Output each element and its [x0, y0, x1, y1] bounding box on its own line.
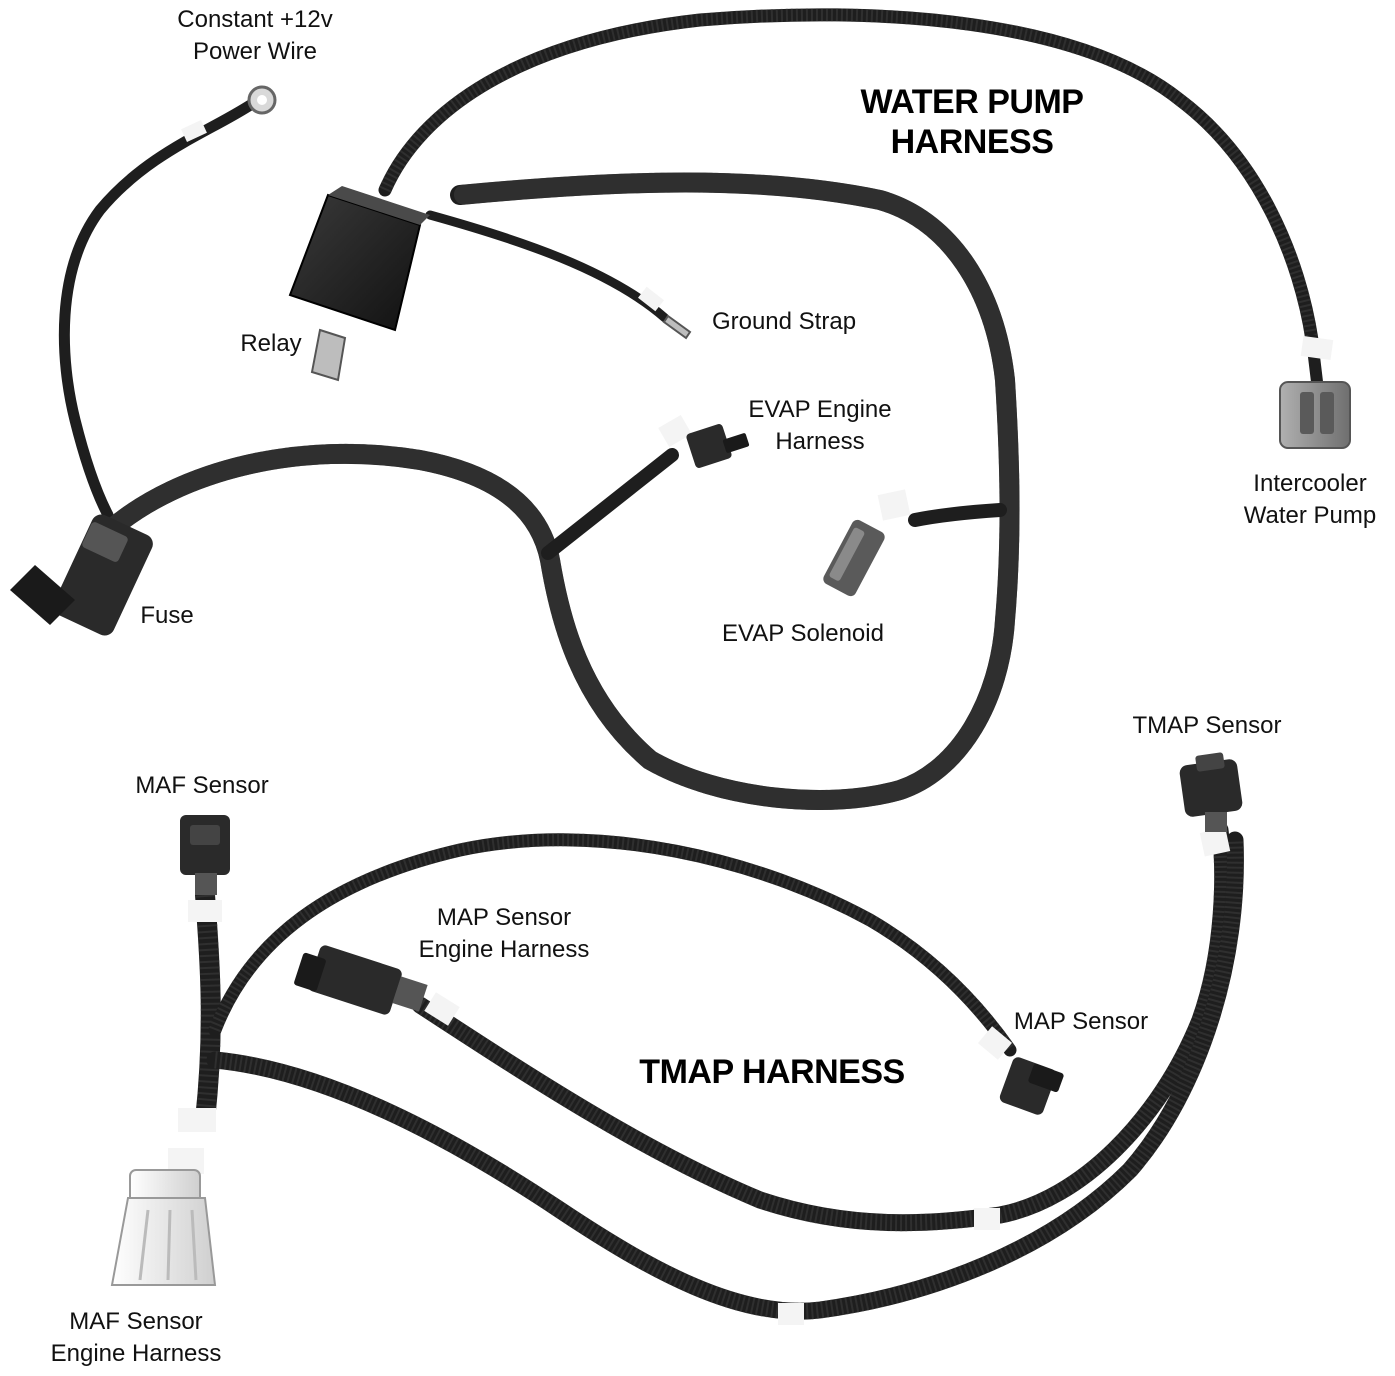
label-line: MAF Sensor	[135, 772, 269, 799]
evap-engine-connector-icon	[686, 424, 750, 468]
label-line: TMAP Sensor	[1132, 712, 1282, 739]
tape-band	[638, 286, 664, 312]
label-line: Fuse	[140, 602, 194, 629]
map-sensor-wire	[208, 833, 1017, 1057]
label-maf-sensor: MAF Sensor	[135, 770, 268, 802]
fuse-holder-icon	[10, 514, 153, 636]
relay-icon	[288, 186, 430, 382]
label-line: Relay	[240, 330, 302, 357]
label-fuse: Fuse	[140, 600, 193, 632]
label-line: Power Wire	[192, 38, 318, 65]
tape-band	[977, 1026, 1013, 1060]
pump-arc-wire	[378, 8, 1319, 347]
main-loop-wire	[100, 172, 1020, 810]
evap-solenoid-connector-icon	[823, 519, 885, 597]
ground-terminal-icon	[662, 314, 692, 340]
ground-wire	[425, 210, 670, 323]
label-line: Water Pump	[1243, 502, 1377, 529]
label-line: MAF Sensor	[69, 1308, 203, 1335]
maf-engine-connector-icon	[110, 1169, 217, 1286]
label-maf-engine: MAF Sensor Engine Harness	[51, 1306, 222, 1370]
main-loop-rib	[100, 172, 1020, 810]
label-line: Harness	[775, 428, 865, 455]
label-line: Engine Harness	[50, 1340, 222, 1367]
label-ground-strap: Ground Strap	[712, 306, 856, 338]
title-line: HARNESS	[890, 123, 1054, 161]
label-line: MAP Sensor	[436, 904, 572, 931]
tmap-sensor-rib	[214, 839, 1244, 1320]
water-pump-harness-title: WATER PUMP HARNESS	[861, 82, 1084, 162]
label-line: Constant +12v	[177, 6, 333, 33]
tape-band	[778, 1303, 804, 1325]
maf-trunk-wire	[195, 885, 221, 1130]
tape-band	[974, 1208, 1000, 1230]
pump-arc-rib	[379, 8, 1319, 341]
map-sensor-rib	[208, 833, 1016, 1054]
map-sensor-connector-icon	[999, 1057, 1064, 1115]
title-line: WATER PUMP	[860, 83, 1084, 121]
evap-engine-branch	[541, 448, 679, 560]
label-relay: Relay	[240, 328, 301, 360]
tape-band	[1199, 827, 1231, 857]
tape-band	[877, 489, 911, 521]
tmap-sensor-connector-icon	[1179, 752, 1243, 832]
label-evap-solenoid: EVAP Solenoid	[722, 618, 884, 650]
intercooler-connector-icon	[1279, 381, 1351, 449]
label-line: MAP Sensor	[1013, 1008, 1149, 1035]
tape-band	[188, 900, 222, 922]
label-intercooler: Intercooler Water Pump	[1244, 468, 1376, 532]
label-tmap-sensor: TMAP Sensor	[1133, 710, 1282, 742]
ring-terminal-icon	[247, 85, 277, 115]
label-line: EVAP Engine	[748, 396, 892, 423]
water-pump-harness	[10, 8, 1351, 810]
tape-band	[1300, 336, 1334, 360]
label-line: Engine Harness	[418, 936, 590, 963]
tape-band	[178, 1108, 216, 1132]
map-engine-connector-icon	[294, 945, 428, 1015]
tmap-harness	[110, 752, 1244, 1325]
tape-band	[658, 414, 692, 448]
label-evap-engine: EVAP Engine Harness	[748, 394, 891, 458]
tape-band	[424, 992, 460, 1026]
title-line: TMAP HARNESS	[639, 1053, 905, 1091]
label-constant-power: Constant +12v Power Wire	[177, 4, 332, 68]
label-line: Intercooler	[1253, 470, 1367, 497]
label-map-engine: MAP Sensor Engine Harness	[419, 902, 590, 966]
tape-band	[181, 120, 207, 142]
label-map-sensor: MAP Sensor	[1014, 1006, 1148, 1038]
label-line: EVAP Solenoid	[722, 620, 884, 647]
maf-sensor-connector-icon	[180, 815, 230, 895]
evap-solenoid-branch	[908, 503, 1007, 527]
power-wire	[58, 94, 264, 521]
label-line: Ground Strap	[711, 308, 857, 335]
tmap-harness-title: TMAP HARNESS	[639, 1052, 905, 1092]
